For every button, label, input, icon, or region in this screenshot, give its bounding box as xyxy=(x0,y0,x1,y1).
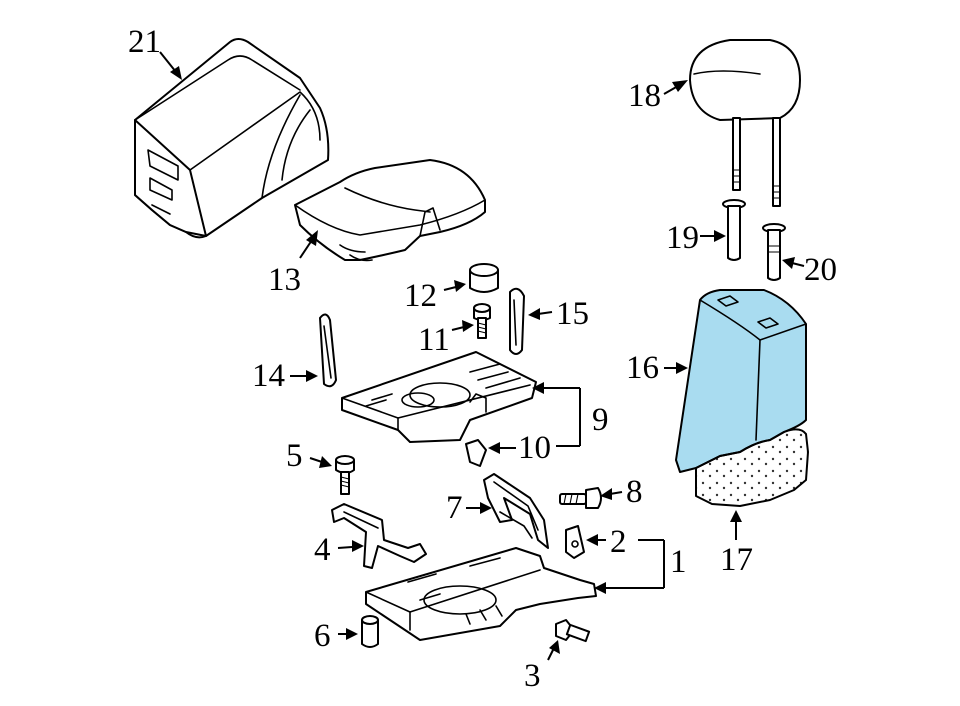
callout-12-label: 12 xyxy=(404,278,437,314)
part-13-console-pad[interactable] xyxy=(294,159,486,262)
callout-17: 17 xyxy=(720,510,753,578)
part-6-bushing[interactable] xyxy=(361,615,379,648)
part-18-headrest[interactable] xyxy=(689,39,801,207)
part-4-bracket[interactable] xyxy=(331,503,427,569)
callout-11: 11 xyxy=(418,320,474,358)
callout-1-2: 2 1 xyxy=(586,524,687,594)
part-8-bolt[interactable] xyxy=(559,487,602,509)
callout-2-label: 2 xyxy=(610,524,627,560)
callout-5-label: 5 xyxy=(286,438,303,474)
callout-12: 12 xyxy=(404,278,466,314)
callout-18-label: 18 xyxy=(628,78,661,114)
callout-4: 4 xyxy=(314,532,364,568)
part-9-console-tray[interactable] xyxy=(341,351,537,443)
callout-3: 3 xyxy=(524,640,560,694)
callout-4-label: 4 xyxy=(314,532,331,568)
callout-9-label: 9 xyxy=(592,402,609,438)
callout-15-label: 15 xyxy=(556,296,589,332)
callout-14-label: 14 xyxy=(252,358,285,394)
part-21-console-housing[interactable] xyxy=(134,38,330,239)
callout-16: 16 xyxy=(626,350,688,386)
part-19-guide[interactable] xyxy=(722,199,746,261)
part-15-strap[interactable] xyxy=(509,287,525,355)
callout-7: 7 xyxy=(446,490,492,526)
part-11-bolt[interactable] xyxy=(473,303,491,339)
part-10-clip[interactable] xyxy=(465,439,487,467)
callout-1-label: 1 xyxy=(670,544,687,580)
callout-14: 14 xyxy=(252,358,318,394)
part-3-bolt[interactable] xyxy=(555,619,591,643)
callout-11-label: 11 xyxy=(418,322,450,358)
callout-7-label: 7 xyxy=(446,490,463,526)
callout-10-label: 10 xyxy=(518,430,551,466)
callout-8: 8 xyxy=(600,474,643,510)
part-17-seat-back-pad[interactable] xyxy=(695,428,809,507)
callout-5: 5 xyxy=(286,438,332,474)
part-20-guide[interactable] xyxy=(762,223,786,281)
callout-18: 18 xyxy=(628,78,688,114)
callout-15: 15 xyxy=(528,296,589,332)
callout-19: 19 xyxy=(666,220,726,256)
callout-19-label: 19 xyxy=(666,220,699,256)
part-2-clip[interactable] xyxy=(565,525,585,559)
callout-9-10: 9 10 xyxy=(488,382,609,466)
part-12-cup[interactable] xyxy=(469,263,499,293)
part-14-strap[interactable] xyxy=(319,313,337,388)
callout-8-label: 8 xyxy=(626,474,643,510)
callout-13-label: 13 xyxy=(268,262,301,298)
callout-17-label: 17 xyxy=(720,542,753,578)
callout-3-label: 3 xyxy=(524,658,541,694)
callout-21: 21 xyxy=(128,24,182,80)
callout-6-label: 6 xyxy=(314,618,331,654)
callout-20: 20 xyxy=(782,252,837,288)
callout-16-label: 16 xyxy=(626,350,659,386)
callout-21-label: 21 xyxy=(128,24,161,60)
part-5-bolt[interactable] xyxy=(335,455,355,495)
callout-6: 6 xyxy=(314,618,358,654)
callout-13: 13 xyxy=(268,230,318,298)
part-1-base-frame[interactable] xyxy=(365,547,597,641)
part-7-bracket[interactable] xyxy=(483,473,549,549)
callout-20-label: 20 xyxy=(804,252,837,288)
